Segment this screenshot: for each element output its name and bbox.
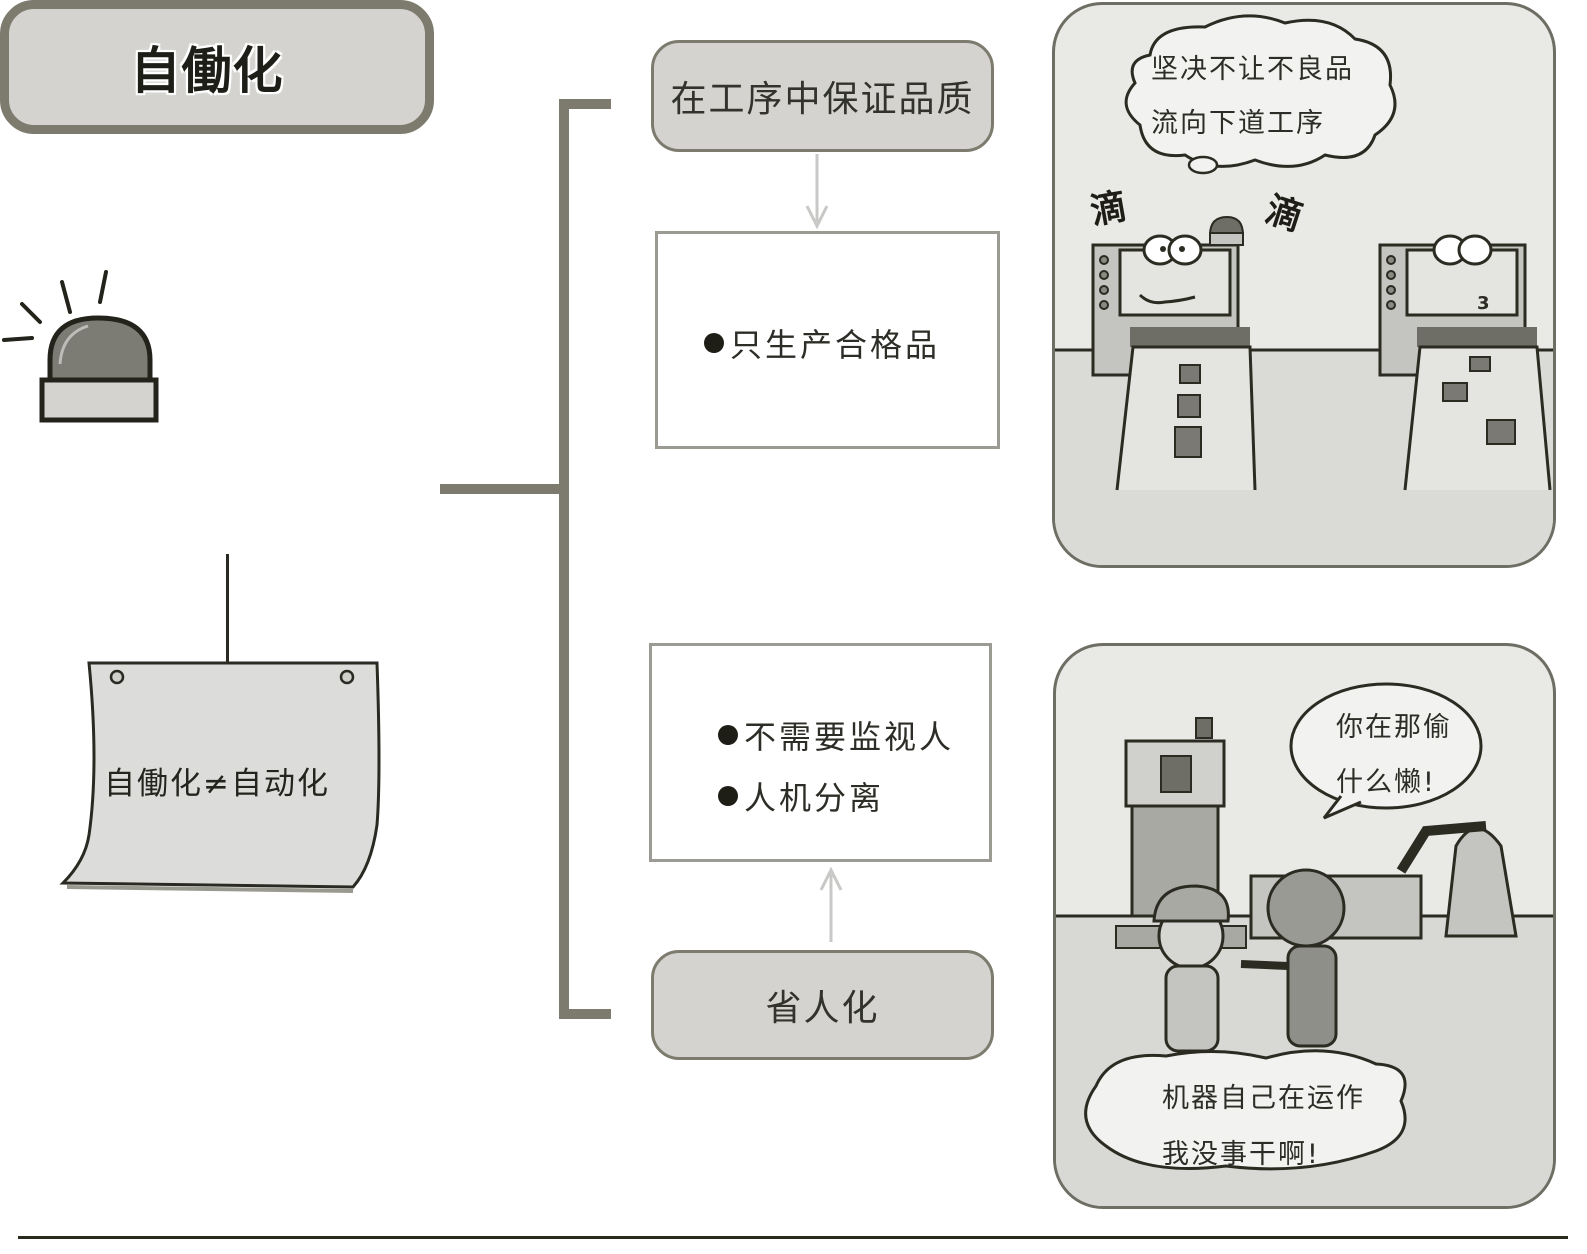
bottom-divider [18, 1236, 1568, 1239]
cartoon-panel-quality: 坚决不让不良品 流向下道工序 滴 滴 3 [1052, 2, 1556, 568]
points-box-labor: 不需要监视人 人机分离 [649, 643, 992, 862]
cartoon-scene-machines [1055, 14, 1553, 565]
main-concept-title: 自働化 [130, 42, 284, 100]
branch-label-quality: 在工序中保证品质 [670, 79, 975, 120]
warning-beacon-icon [2, 270, 159, 423]
arrow-down-icon [805, 154, 829, 230]
speech-bubble-line: 机器自己在运作 [1162, 1083, 1365, 1114]
note-text: 自働化≠自动化 [104, 766, 330, 802]
point-item: 人机分离 [718, 773, 884, 819]
thought-bubble-line: 坚决不让不良品 [1151, 54, 1354, 85]
bullet-dot-icon [718, 725, 738, 745]
speech-bubble-line: 什么懒! [1336, 767, 1436, 798]
connector-top-branch [559, 99, 611, 109]
branch-label-labor-saving: 省人化 [765, 988, 880, 1029]
machine-display-number: 3 [1477, 293, 1490, 314]
main-concept-node: 自働化 [0, 0, 434, 134]
branch-node-quality: 在工序中保证品质 [651, 40, 994, 152]
bullet-dot-icon [718, 786, 738, 806]
thought-bubble-line: 流向下道工序 [1151, 108, 1325, 139]
points-box-quality: 只生产合格品 [655, 231, 1000, 449]
cartoon-scene-factory [1056, 682, 1553, 1206]
speech-bubble-line: 你在那偷 [1336, 712, 1452, 743]
connector-bottom-branch [559, 1009, 611, 1019]
hanging-note-paper [59, 661, 381, 893]
cartoon-panel-labor: 你在那偷 什么懒! 机器自己在运作 我没事干啊! [1053, 643, 1556, 1209]
speech-bubble-line: 我没事干啊! [1162, 1139, 1320, 1170]
connector-main-horizontal [440, 484, 566, 494]
point-item: 只生产合格品 [704, 320, 940, 366]
bullet-dot-icon [704, 333, 724, 353]
point-item: 不需要监视人 [718, 712, 954, 758]
connector-vertical-spine [559, 99, 569, 1019]
arrow-up-icon [819, 866, 843, 942]
connector-note-line [226, 554, 229, 664]
branch-node-labor-saving: 省人化 [651, 950, 994, 1060]
